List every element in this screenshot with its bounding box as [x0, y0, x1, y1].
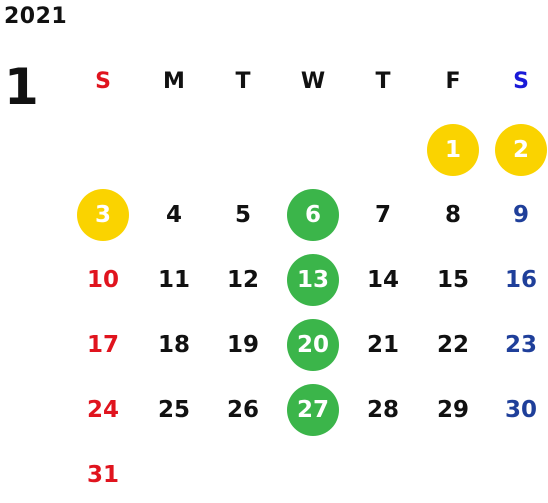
day-number: 9	[512, 201, 529, 228]
day-number: 30	[504, 396, 537, 423]
day-19[interactable]: 19	[217, 319, 269, 371]
day-13[interactable]: 13	[287, 254, 339, 306]
day-5[interactable]: 5	[217, 189, 269, 241]
day-26[interactable]: 26	[217, 384, 269, 436]
day-4[interactable]: 4	[148, 189, 200, 241]
day-number: 31	[86, 461, 119, 488]
day-22[interactable]: 22	[427, 319, 479, 371]
day-number: 27	[296, 396, 329, 423]
day-number: 24	[86, 396, 119, 423]
day-number: 17	[86, 331, 119, 358]
day-2[interactable]: 2	[495, 124, 547, 176]
day-number: 21	[366, 331, 399, 358]
day-12[interactable]: 12	[217, 254, 269, 306]
day-number: 3	[94, 201, 111, 228]
day-number: 14	[366, 266, 399, 293]
day-23[interactable]: 23	[495, 319, 547, 371]
day-number: 20	[296, 331, 329, 358]
day-8[interactable]: 8	[427, 189, 479, 241]
day-1[interactable]: 1	[427, 124, 479, 176]
day-number: 29	[436, 396, 469, 423]
day-number: 18	[157, 331, 190, 358]
day-28[interactable]: 28	[357, 384, 409, 436]
day-number: 6	[304, 201, 321, 228]
day-25[interactable]: 25	[148, 384, 200, 436]
weekday-sat: S	[513, 69, 529, 94]
day-number: 11	[157, 266, 190, 293]
day-18[interactable]: 18	[148, 319, 200, 371]
day-7[interactable]: 7	[357, 189, 409, 241]
weekday-tue: T	[235, 69, 251, 94]
day-number: 5	[234, 201, 251, 228]
day-14[interactable]: 14	[357, 254, 409, 306]
day-number: 15	[436, 266, 469, 293]
day-number: 19	[226, 331, 259, 358]
day-29[interactable]: 29	[427, 384, 479, 436]
weekday-thu: T	[375, 69, 391, 94]
year-label: 2021	[4, 4, 68, 29]
day-21[interactable]: 21	[357, 319, 409, 371]
day-number: 8	[444, 201, 461, 228]
weekday-wed: W	[300, 69, 326, 94]
day-number: 13	[296, 266, 329, 293]
day-number: 2	[512, 136, 529, 163]
day-9[interactable]: 9	[495, 189, 547, 241]
day-number: 4	[165, 201, 182, 228]
day-number: 25	[157, 396, 190, 423]
day-10[interactable]: 10	[77, 254, 129, 306]
month-number: 1	[4, 58, 39, 116]
day-20[interactable]: 20	[287, 319, 339, 371]
day-30[interactable]: 30	[495, 384, 547, 436]
day-17[interactable]: 17	[77, 319, 129, 371]
day-number: 16	[504, 266, 537, 293]
day-number: 22	[436, 331, 469, 358]
day-number: 1	[444, 136, 461, 163]
day-6[interactable]: 6	[287, 189, 339, 241]
day-11[interactable]: 11	[148, 254, 200, 306]
day-15[interactable]: 15	[427, 254, 479, 306]
day-3[interactable]: 3	[77, 189, 129, 241]
day-24[interactable]: 24	[77, 384, 129, 436]
day-number: 12	[226, 266, 259, 293]
weekday-fri: F	[445, 69, 461, 94]
day-number: 28	[366, 396, 399, 423]
day-31[interactable]: 31	[77, 449, 129, 501]
day-number: 26	[226, 396, 259, 423]
weekday-sun: S	[95, 69, 111, 94]
day-number: 10	[86, 266, 119, 293]
weekday-mon: M	[163, 69, 185, 94]
day-27[interactable]: 27	[287, 384, 339, 436]
day-16[interactable]: 16	[495, 254, 547, 306]
day-number: 23	[504, 331, 537, 358]
day-number: 7	[374, 201, 391, 228]
